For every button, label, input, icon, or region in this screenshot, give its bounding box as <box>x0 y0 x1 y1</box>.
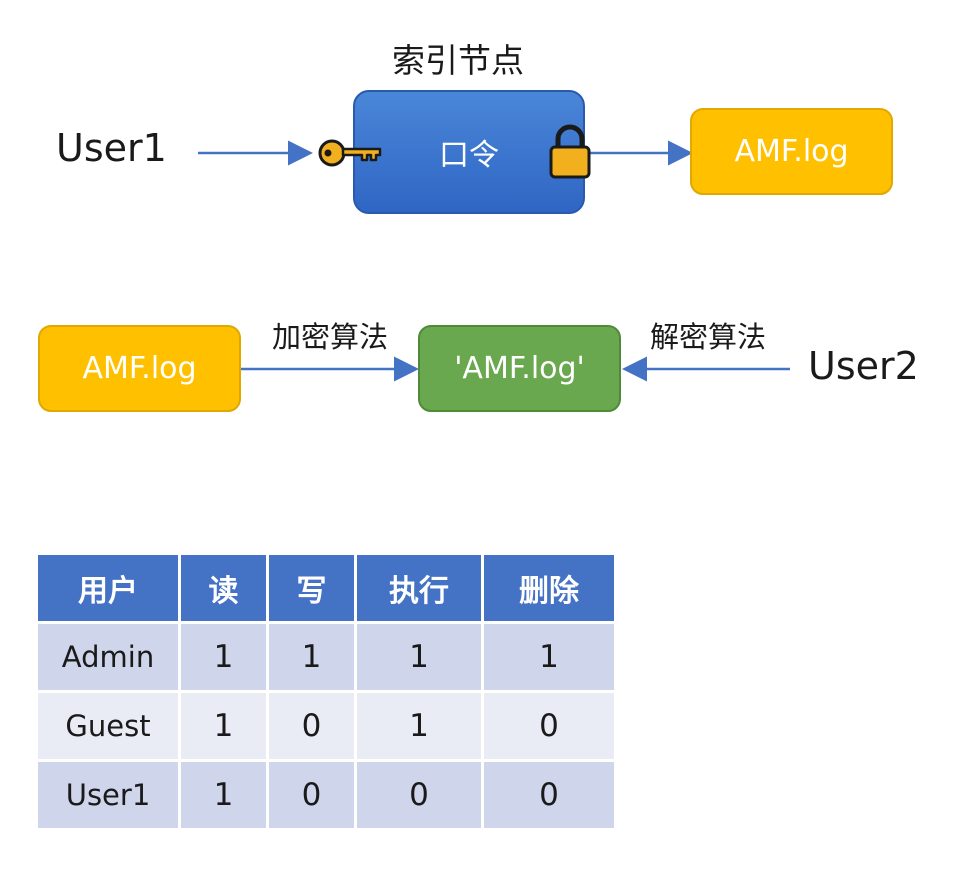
cell-read: 1 <box>181 624 266 690</box>
cell-user: User1 <box>38 762 178 828</box>
decrypt-label: 解密算法 <box>650 320 767 354</box>
cell-execute: 1 <box>357 693 481 759</box>
amf-log-file-label: AMF.log <box>734 134 849 169</box>
cell-delete: 0 <box>484 762 614 828</box>
amf-log-file-box: AMF.log <box>690 108 893 195</box>
inode-box: 口令 <box>353 90 585 214</box>
cell-delete: 1 <box>484 624 614 690</box>
cell-user: Guest <box>38 693 178 759</box>
encrypt-label: 加密算法 <box>272 320 389 354</box>
cell-execute: 1 <box>357 624 481 690</box>
cell-read: 1 <box>181 762 266 828</box>
inode-title: 索引节点 <box>392 41 524 80</box>
permission-table: 用户 读 写 执行 删除 Admin 1 1 1 1 Guest 1 0 1 0… <box>35 552 617 831</box>
header-execute: 执行 <box>357 555 481 621</box>
inode-label: 口令 <box>439 138 499 173</box>
encrypted-file-box: 'AMF.log' <box>418 325 621 412</box>
cell-execute: 0 <box>357 762 481 828</box>
cell-write: 1 <box>269 624 354 690</box>
lock-icon <box>549 124 591 179</box>
header-write: 写 <box>269 555 354 621</box>
table-row: Guest 1 0 1 0 <box>38 693 614 759</box>
cell-write: 0 <box>269 762 354 828</box>
cell-write: 0 <box>269 693 354 759</box>
source-file-box: AMF.log <box>38 325 241 412</box>
user2-label: User2 <box>808 344 919 388</box>
cell-delete: 0 <box>484 693 614 759</box>
header-read: 读 <box>181 555 266 621</box>
user1-label: User1 <box>56 126 167 170</box>
key-icon <box>318 139 382 167</box>
header-user: 用户 <box>38 555 178 621</box>
cell-user: Admin <box>38 624 178 690</box>
table-header-row: 用户 读 写 执行 删除 <box>38 555 614 621</box>
table-row: Admin 1 1 1 1 <box>38 624 614 690</box>
header-delete: 删除 <box>484 555 614 621</box>
source-file-label: AMF.log <box>82 351 197 386</box>
encrypted-file-label: 'AMF.log' <box>454 351 585 386</box>
table-row: User1 1 0 0 0 <box>38 762 614 828</box>
cell-read: 1 <box>181 693 266 759</box>
